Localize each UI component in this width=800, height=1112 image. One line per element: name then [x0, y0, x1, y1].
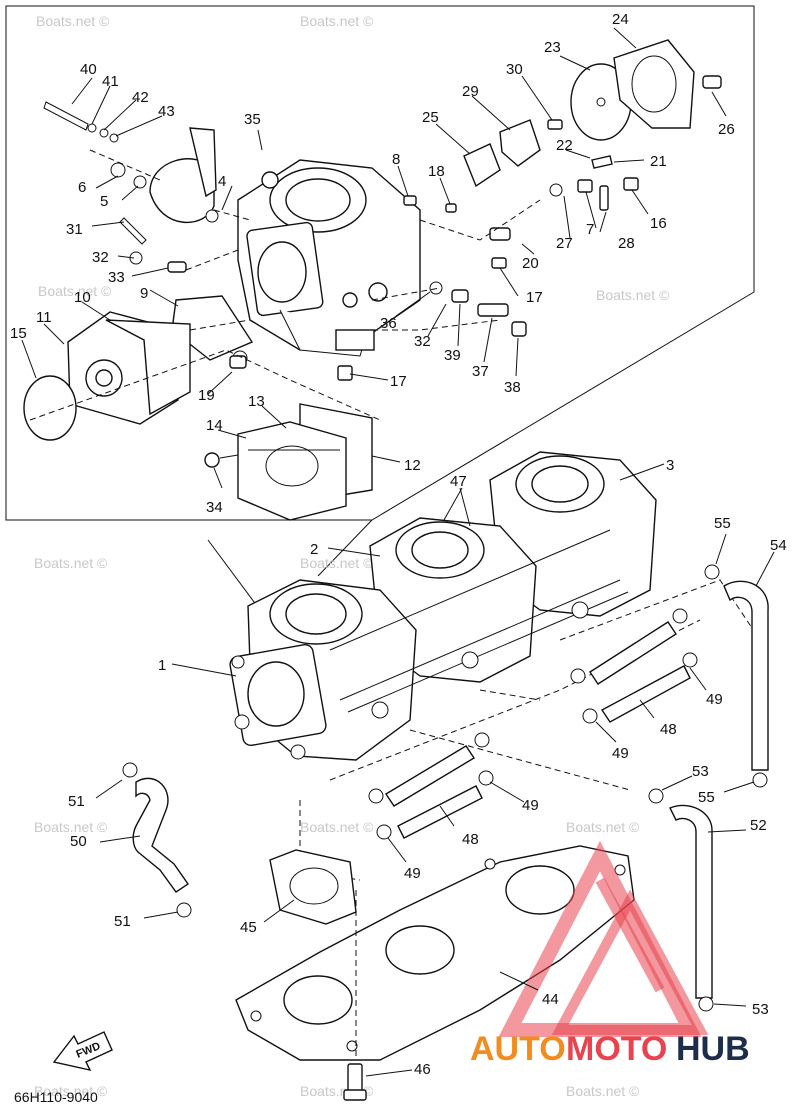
callout-11: 11 [36, 309, 52, 326]
callout-49-d: 49 [404, 865, 421, 882]
callout-37: 37 [472, 363, 489, 380]
callout-4: 4 [218, 173, 226, 190]
callout-labels: 40 41 42 43 6 5 4 35 31 32 33 9 10 11 15… [10, 11, 787, 1078]
svg-text:Boats.net ©: Boats.net © [566, 1083, 640, 1099]
callout-9: 9 [140, 285, 148, 302]
callout-53-mid: 53 [692, 763, 709, 780]
automotohub-logo: AUTO MOTO HUB [470, 840, 750, 1068]
callout-23: 23 [544, 39, 561, 56]
callout-42: 42 [132, 89, 149, 106]
callout-48-lower: 48 [462, 831, 479, 848]
callout-54: 54 [770, 537, 787, 554]
callout-17-upper: 17 [526, 289, 543, 306]
callout-44: 44 [542, 991, 559, 1008]
callout-8: 8 [392, 151, 400, 168]
callout-29: 29 [462, 83, 479, 100]
svg-text:Boats.net ©: Boats.net © [34, 819, 108, 835]
callout-24: 24 [612, 11, 629, 28]
callout-51-bottom: 51 [114, 913, 131, 930]
callout-51-top: 51 [68, 793, 85, 810]
callout-43: 43 [158, 103, 175, 120]
callout-36: 36 [380, 315, 397, 332]
callout-32-left: 32 [92, 249, 109, 266]
callout-14: 14 [206, 417, 223, 434]
callout-33: 33 [108, 269, 125, 286]
hose-clips [122, 564, 768, 1012]
carburetor-assembly [229, 451, 761, 881]
callout-48-upper: 48 [660, 721, 677, 738]
callout-52: 52 [750, 817, 767, 834]
fuel-hoses [132, 580, 769, 999]
callout-50: 50 [70, 833, 87, 850]
callout-16: 16 [650, 215, 667, 232]
callout-30: 30 [506, 61, 523, 78]
callout-34: 34 [206, 499, 223, 516]
callout-31: 31 [66, 221, 83, 238]
svg-text:Boats.net ©: Boats.net © [34, 1083, 108, 1099]
callout-46: 46 [414, 1061, 431, 1078]
callout-27: 27 [556, 235, 573, 252]
callout-35: 35 [244, 111, 261, 128]
svg-text:Boats.net ©: Boats.net © [34, 555, 108, 571]
svg-text:Boats.net ©: Boats.net © [596, 287, 670, 303]
detail-inset-frame [5, 5, 755, 521]
callout-15: 15 [10, 325, 27, 342]
callout-1: 1 [158, 657, 166, 674]
callout-22: 22 [556, 137, 573, 154]
callout-10: 10 [74, 289, 91, 306]
callout-21: 21 [650, 153, 667, 170]
svg-text:Boats.net ©: Boats.net © [38, 283, 112, 299]
svg-text:Boats.net ©: Boats.net © [36, 13, 110, 29]
svg-text:Boats.net ©: Boats.net © [566, 819, 640, 835]
callout-45: 45 [240, 919, 257, 936]
callout-38: 38 [504, 379, 521, 396]
svg-text:Boats.net ©: Boats.net © [300, 13, 374, 29]
intake-manifold [235, 845, 635, 1101]
callout-6: 6 [78, 179, 86, 196]
carburetor-detail [23, 39, 722, 521]
callout-40: 40 [80, 61, 97, 78]
callout-26: 26 [718, 121, 735, 138]
svg-text:Boats.net ©: Boats.net © [300, 555, 374, 571]
callout-49-c: 49 [522, 797, 539, 814]
callout-17-lower: 17 [390, 373, 407, 390]
fwd-arrow: FWD [52, 1031, 113, 1072]
callout-7: 7 [586, 221, 594, 238]
callout-25: 25 [422, 109, 439, 126]
callout-20: 20 [522, 255, 539, 272]
brand-hub: HUB [676, 1030, 750, 1068]
callout-32-right: 32 [414, 333, 431, 350]
callout-18: 18 [428, 163, 445, 180]
brand-moto: MOTO [566, 1030, 667, 1068]
callout-13: 13 [248, 393, 265, 410]
callout-28: 28 [618, 235, 635, 252]
diagram-code: 66H110-9040 [14, 1089, 98, 1105]
callout-49-b: 49 [612, 745, 629, 762]
callout-39: 39 [444, 347, 461, 364]
callout-2: 2 [310, 541, 318, 558]
callout-3: 3 [666, 457, 674, 474]
callout-19: 19 [198, 387, 215, 404]
leader-lines [21, 27, 775, 1077]
callout-53-bottom: 53 [752, 1001, 769, 1018]
callout-47: 47 [450, 473, 467, 490]
callout-55-top: 55 [714, 515, 731, 532]
callout-55-bottom: 55 [698, 789, 715, 806]
callout-49-a: 49 [706, 691, 723, 708]
svg-text:Boats.net ©: Boats.net © [300, 819, 374, 835]
callout-41: 41 [102, 73, 119, 90]
callout-12: 12 [404, 457, 421, 474]
brand-auto: AUTO [470, 1030, 566, 1068]
callout-5: 5 [100, 193, 108, 210]
